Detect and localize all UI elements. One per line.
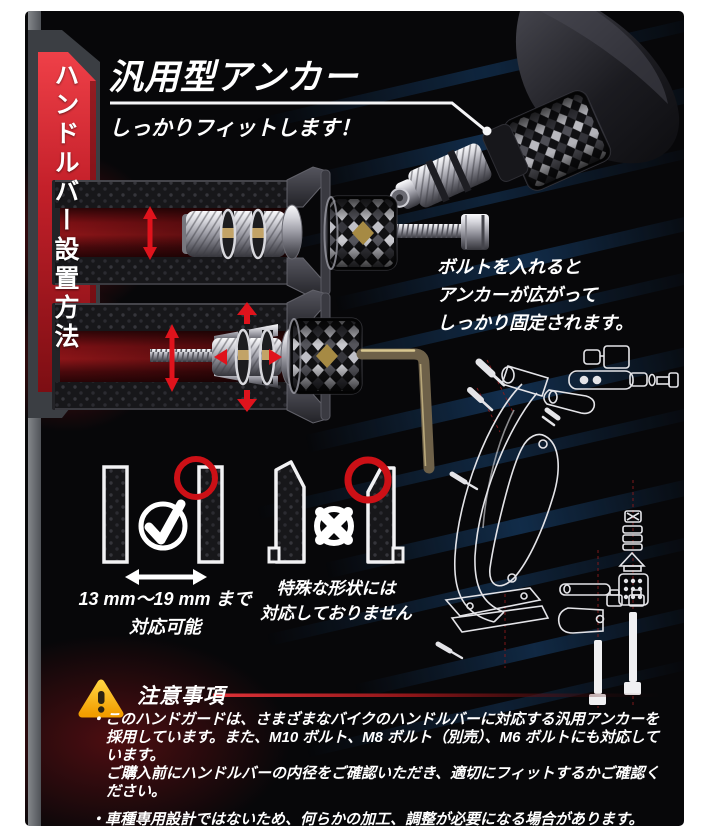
fit-ok-range: 13 mm〜19 mm まで: [78, 589, 252, 609]
hex-key: [356, 348, 435, 474]
fit-ng-shape: 特殊な形状には: [276, 579, 396, 598]
expansion-arrows: [214, 302, 282, 412]
notice-line: 採用しています。また、M10 ボルト、M8 ボルト（別売）、M6 ボルトにも対応…: [106, 729, 660, 764]
handlebar-diagram-anchor-loose: [52, 166, 489, 299]
fit-ok-caption: 13 mm〜19 mm まで 対応可能: [70, 585, 260, 641]
red-circle-highlight-ok: [174, 456, 218, 500]
double-arrow-icon: [125, 569, 207, 585]
incompatible-bar-diagram: [267, 456, 405, 564]
notice-divider-line: [213, 693, 660, 697]
notice-line: ・車種専用設計ではないため、何らかの加工、調整が必要になる場合があります。: [90, 811, 644, 828]
red-circle-highlight-ng: [344, 456, 392, 504]
check-icon: [138, 499, 188, 551]
up-down-arrow-large: [165, 324, 179, 392]
compatible-bar-diagram: [102, 456, 224, 585]
handlebar-diagram-anchor-expanded: [52, 289, 435, 474]
anchor-sleeve-expanded: [212, 324, 282, 388]
anchor-note-line: ボルトを入れると: [437, 257, 581, 277]
callout-line: [110, 101, 492, 136]
notice-line: ・このハンドガードは、さまざまなバイクのハンドルバーに対応する汎用アンカーを: [90, 711, 660, 728]
fit-ok-supported: 対応可能: [129, 617, 201, 637]
diamond-end-cap: [323, 195, 398, 271]
bolt-m10: [397, 214, 489, 250]
cross-icon: [314, 506, 354, 546]
notice-line: ご購入前にハンドルバーの内径をご確認いただき、適切にフィットするかご確認ください…: [106, 765, 660, 800]
anchor-note: ボルトを入れると アンカーが広がって しっかり固定されます。: [437, 253, 633, 337]
notice-item: ・車種専用設計ではないため、何らかの加工、調整が必要になる場合があります。: [90, 811, 674, 829]
fit-ng-caption: 特殊な形状には 対応しておりません: [246, 576, 426, 626]
anchor-sleeve: [182, 208, 286, 260]
guard-foot: [435, 583, 611, 660]
page-title: 汎用型アンカー: [108, 58, 359, 97]
fit-ng-unsupported: 対応しておりません: [260, 604, 412, 623]
page-subtitle: しっかりフィットします！: [109, 117, 361, 140]
notice-item: ・このハンドガードは、さまざまなバイクのハンドルバーに対応する汎用アンカーを 採…: [90, 711, 674, 801]
diamond-end-cap-2: [286, 317, 363, 395]
product-photo-anchor-closeup: [389, 11, 680, 209]
notice-body: ・このハンドガードは、さまざまなバイクのハンドルバーに対応する汎用アンカーを 採…: [90, 711, 674, 836]
side-banner-label: ハンドルバー設置方法: [51, 62, 79, 352]
notice-heading: 注意事項: [137, 685, 225, 708]
callout-dot: [482, 126, 492, 136]
up-down-arrow-small: [143, 206, 157, 260]
photo-diamond-collar: [503, 90, 612, 191]
anchor-note-line: しっかり固定されます。: [437, 313, 634, 333]
anchor-note-line: アンカーが広がって: [437, 285, 598, 305]
clamp-assembly: [541, 345, 679, 427]
notice-graphics: [78, 679, 660, 718]
